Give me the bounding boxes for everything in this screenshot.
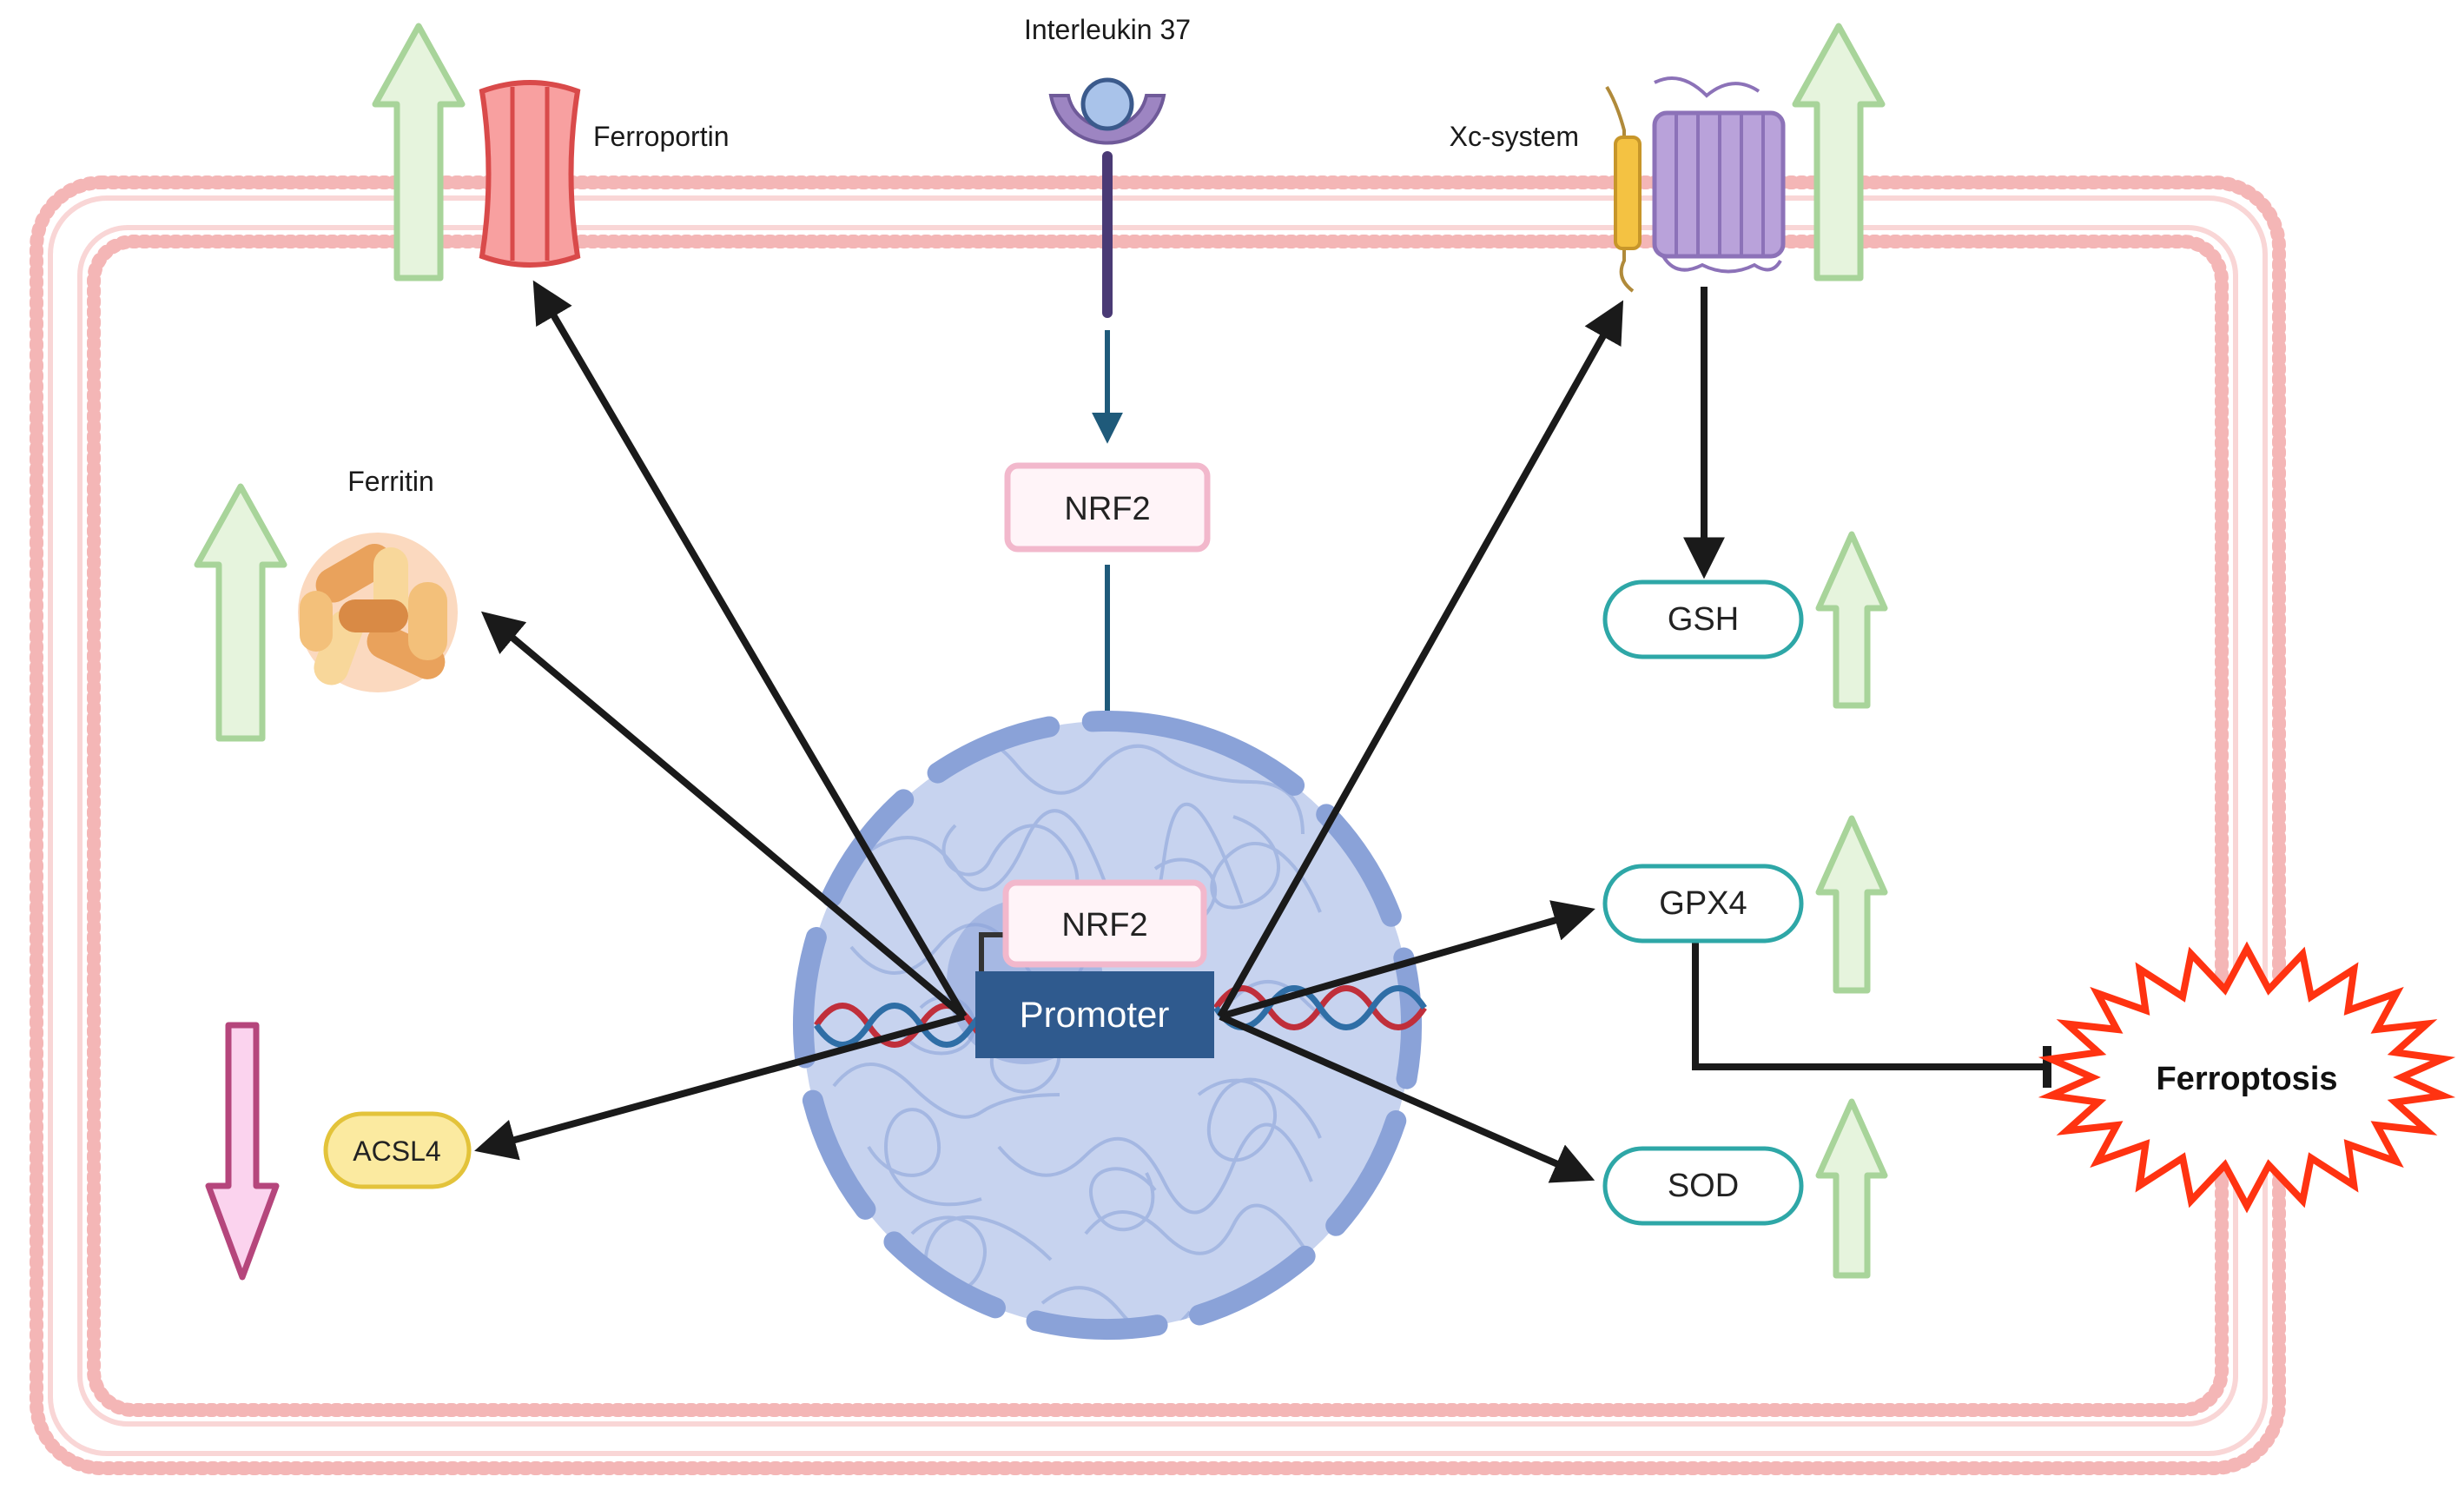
- ferritin-label: Ferritin: [347, 466, 434, 497]
- gsh-node: GSH: [1602, 579, 1804, 659]
- arrow-to-sod: [1219, 1013, 1595, 1183]
- sod-label: SOD: [1668, 1168, 1739, 1204]
- sod-up-arrow: [1815, 1098, 1888, 1279]
- acsl4-label: ACSL4: [353, 1136, 440, 1167]
- ferritin-icon: [298, 533, 458, 692]
- ferroptosis-label: Ferroptosis: [2156, 1061, 2337, 1097]
- arrow-to-gpx4: [1219, 900, 1595, 1020]
- arrow-to-ferroportin: [532, 280, 968, 1019]
- xc-system-up-arrow: [1792, 23, 1886, 281]
- ferroportin-label: Ferroportin: [593, 121, 730, 152]
- nrf2-nucleus-label: NRF2: [1061, 907, 1147, 944]
- xc-system-icon: [1605, 76, 1786, 293]
- cell-membrane: [30, 175, 2286, 1475]
- gpx4-up-arrow: [1815, 815, 1888, 994]
- nrf2-cytoplasm-node: NRF2: [1004, 462, 1211, 553]
- gsh-label: GSH: [1668, 601, 1739, 638]
- gpx4-label: GPX4: [1659, 885, 1747, 922]
- arrow-to-ferritin: [480, 611, 967, 1020]
- ferritin-up-arrow: [194, 483, 287, 742]
- promoter-label: Promoter: [1020, 994, 1170, 1035]
- acsl4-node: ACSL4: [323, 1111, 472, 1189]
- regulatory-arrows: [474, 280, 2051, 1183]
- arrow-to-xc-system: [1217, 300, 1624, 1018]
- gsh-up-arrow: [1815, 531, 1888, 709]
- ferroportin-up-arrow: [372, 23, 466, 281]
- sod-node: SOD: [1602, 1146, 1804, 1226]
- nrf2-nucleus-node: NRF2: [1002, 879, 1207, 968]
- arrow-to-acsl4: [474, 1013, 966, 1161]
- interleukin-receptor-icon: [1048, 77, 1166, 318]
- promoter-bracket: [979, 932, 1007, 973]
- gpx4-node: GPX4: [1602, 864, 1804, 944]
- ferroptosis-node: Ferroptosis: [2038, 941, 2456, 1214]
- interleukin-label: Interleukin 37: [1024, 14, 1191, 45]
- dna-right-icon: [1213, 985, 1427, 1030]
- ferroportin-icon: [479, 80, 581, 268]
- xc-system-label: Xc-system: [1450, 121, 1579, 152]
- nrf2-cytoplasm-label: NRF2: [1064, 491, 1150, 527]
- acsl4-down-arrow: [205, 1022, 280, 1281]
- inhibition-gpx4-to-ferroptosis: [1692, 940, 2047, 1070]
- promoter-node: Promoter: [975, 971, 1214, 1058]
